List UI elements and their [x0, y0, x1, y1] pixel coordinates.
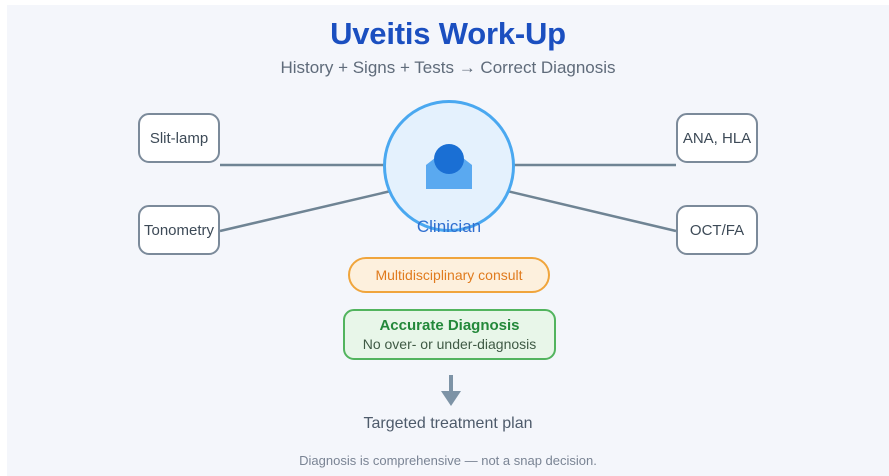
connector-lines [219, 163, 677, 233]
test-box-oct-fa[interactable]: OCT/FA [676, 205, 758, 255]
clinician-label: Clinician [416, 217, 482, 236]
clinician-node[interactable]: Clinician [383, 100, 515, 236]
page-title: Uveitis Work-Up [330, 16, 566, 51]
test-box-tonometry[interactable]: Tonometry [138, 205, 220, 255]
footer-note: Diagnosis is comprehensive — not a snap … [299, 453, 597, 468]
test-box-label: Slit-lamp [149, 129, 209, 147]
test-box-label: Tonometry [143, 221, 215, 239]
outcome-label: Targeted treatment plan [363, 415, 533, 432]
diagnosis-subtitle: No over- or under-diagnosis [362, 336, 537, 352]
diagram-canvas: Uveitis Work-Up History + Signs + Tests … [7, 5, 889, 476]
accurate-diagnosis-box[interactable]: Accurate Diagnosis No over- or under-dia… [343, 309, 556, 360]
clinician-avatar-icon [426, 144, 472, 189]
arrow-down-icon [441, 375, 461, 406]
connector-tonometry [219, 189, 392, 233]
page-subtitle: History + Signs + Tests → Correct Diagno… [280, 58, 616, 77]
multidisciplinary-consult-pill[interactable]: Multidisciplinary consult [348, 257, 550, 293]
connector-oct-fa [506, 189, 677, 233]
test-box-slit-lamp[interactable]: Slit-lamp [138, 113, 220, 163]
test-box-ana-hla[interactable]: ANA, HLA [676, 113, 758, 163]
consult-label: Multidisciplinary consult [375, 267, 523, 283]
test-box-label: OCT/FA [689, 221, 745, 239]
test-box-label: ANA, HLA [682, 129, 752, 147]
diagnosis-title: Accurate Diagnosis [379, 317, 520, 334]
